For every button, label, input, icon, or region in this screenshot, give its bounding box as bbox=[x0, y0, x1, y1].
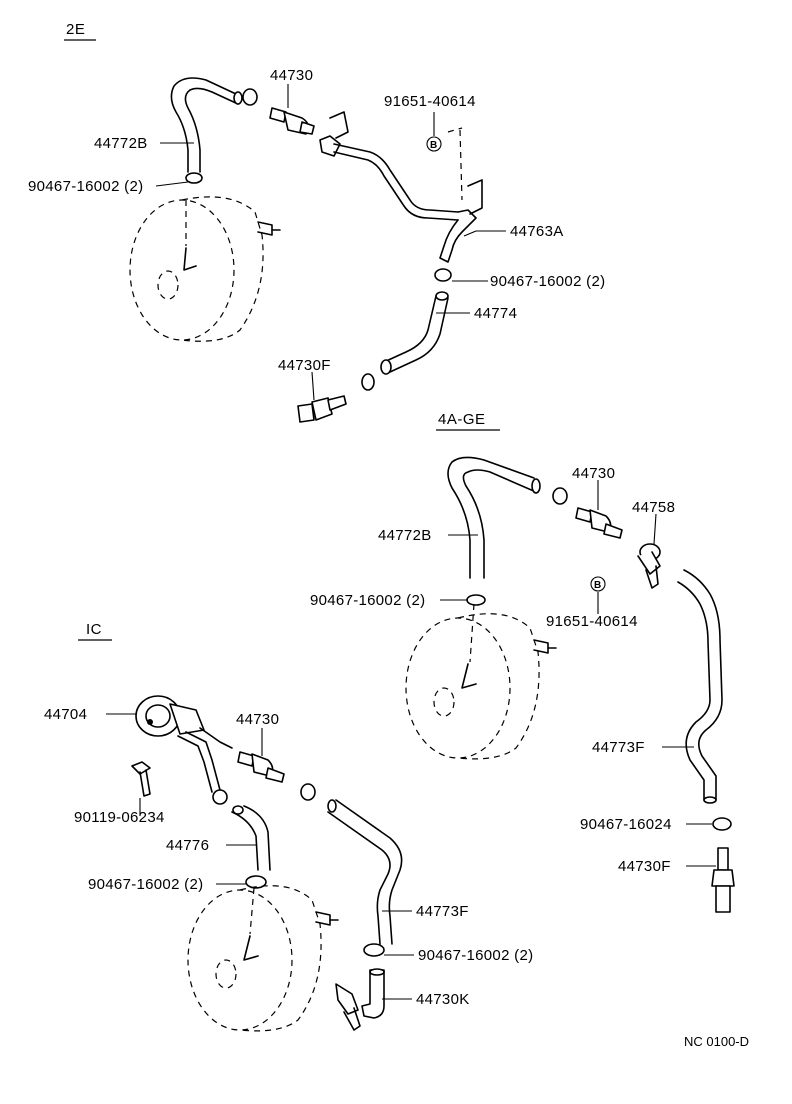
clamp-ic-lower bbox=[363, 943, 385, 957]
bolt-marker-4a-ge: B bbox=[590, 576, 606, 592]
hose-44774 bbox=[383, 295, 449, 373]
label-44774: 44774 bbox=[474, 305, 517, 322]
label-44776: 44776 bbox=[166, 837, 209, 854]
clamp-4a-ge-valve bbox=[552, 487, 568, 505]
label-44758: 44758 bbox=[632, 499, 675, 516]
clamp-2e-top bbox=[185, 172, 203, 184]
label-44763a: 44763A bbox=[510, 223, 564, 240]
clamp-2e-low bbox=[361, 373, 375, 391]
leaders-4a-ge bbox=[440, 480, 716, 867]
label-90467-16024: 90467-16024 bbox=[580, 816, 672, 833]
label-91651-2e: 91651-40614 bbox=[384, 93, 476, 110]
label-90467-2e-top: 90467-16002 (2) bbox=[28, 178, 143, 195]
section-label-4a-ge: 4A-GE bbox=[438, 411, 486, 428]
label-44730-ic: 44730 bbox=[236, 711, 279, 728]
check-valve-44730f-4a-ge bbox=[711, 847, 735, 913]
brake-booster-4a-ge bbox=[405, 603, 557, 760]
clamp-ic-vsv bbox=[212, 789, 228, 805]
brake-booster-ic bbox=[187, 885, 339, 1032]
label-44772b-4a-ge: 44772B bbox=[378, 527, 432, 544]
clamp-2e-mid bbox=[434, 268, 452, 282]
check-valve-44730-ic bbox=[237, 751, 285, 783]
hose-44773f-ic bbox=[327, 799, 403, 945]
check-valve-44730f-2e bbox=[297, 395, 347, 423]
label-44730-2e: 44730 bbox=[270, 67, 313, 84]
section-label-ic: IC bbox=[86, 621, 102, 638]
check-valve-44730k bbox=[335, 968, 385, 1031]
section-ic: IC bbox=[44, 621, 533, 1032]
check-valve-44730-4a-ge bbox=[575, 507, 623, 539]
bolt-90119-06234 bbox=[131, 761, 151, 797]
clamp-90467-16024 bbox=[712, 817, 732, 831]
label-44730-4a-ge: 44730 bbox=[572, 465, 615, 482]
label-44730f-4a-ge: 44730F bbox=[618, 858, 671, 875]
label-44730f-2e: 44730F bbox=[278, 357, 331, 374]
hose-44772b-2e bbox=[170, 77, 239, 173]
clamp-ic-valve bbox=[300, 783, 316, 801]
diagram-reference-code: NC 0100-D bbox=[684, 1034, 749, 1049]
section-2e: 2E bbox=[28, 21, 605, 423]
label-44730k: 44730K bbox=[416, 991, 470, 1008]
label-44773f-ic: 44773F bbox=[416, 903, 469, 920]
clamp-2e-valve bbox=[242, 88, 258, 106]
connector-44758 bbox=[637, 543, 661, 589]
label-44772b-2e: 44772B bbox=[94, 135, 148, 152]
label-91651-4a-ge: 91651-40614 bbox=[546, 613, 638, 630]
label-90467-ic-a: 90467-16002 (2) bbox=[88, 876, 203, 893]
hose-44776 bbox=[231, 805, 271, 871]
check-valve-44730-2e bbox=[269, 107, 315, 135]
clamp-4a-ge-booster bbox=[466, 594, 486, 606]
label-90467-ic-b: 90467-16002 (2) bbox=[418, 947, 533, 964]
label-90119: 90119-06234 bbox=[74, 809, 165, 826]
clamp-ic-booster bbox=[245, 875, 267, 889]
brake-booster-2e bbox=[129, 196, 281, 342]
leaders-2e bbox=[155, 84, 506, 401]
section-4a-ge: 4A-GE bbox=[310, 411, 735, 913]
label-90467-4a-ge: 90467-16002 (2) bbox=[310, 592, 425, 609]
label-44704: 44704 bbox=[44, 706, 87, 723]
vacuum-switching-valve-44704 bbox=[135, 695, 233, 793]
pipe-44763a-2e bbox=[319, 111, 483, 263]
hose-44773f-4a-ge bbox=[677, 569, 723, 801]
label-44773f-4a-ge: 44773F bbox=[592, 739, 645, 756]
hose-44772b-4a-ge bbox=[447, 456, 537, 579]
bolt-marker-2e: B bbox=[426, 136, 442, 152]
leaders-ic bbox=[106, 713, 414, 1000]
bolt-marker-letter: B bbox=[594, 580, 601, 591]
bolt-marker-letter: B bbox=[430, 140, 437, 151]
label-90467-2e-mid: 90467-16002 (2) bbox=[490, 273, 605, 290]
section-label-2e: 2E bbox=[66, 21, 85, 38]
